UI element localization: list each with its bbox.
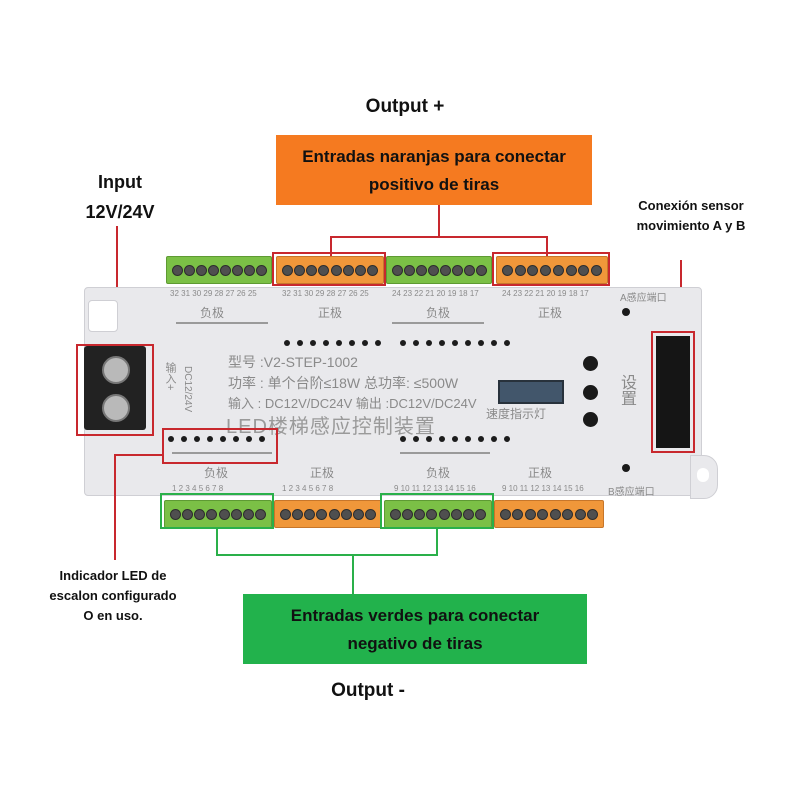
numbers-bottom-3: 9 10 11 12 13 14 15 16	[394, 484, 476, 493]
settings-label: 设置	[618, 374, 635, 406]
orange-highlight-left	[272, 252, 386, 286]
orange-connector-bar	[330, 236, 548, 238]
led-row-top-left	[284, 340, 381, 346]
terminal-bottom-orange-right	[494, 500, 604, 528]
pole-top-pos-left: 正极	[318, 306, 343, 320]
led-row-bottom-right	[400, 436, 510, 442]
orange-connector-right	[546, 236, 548, 256]
terminal-bottom-orange-left	[274, 500, 382, 528]
input-highlight	[76, 344, 154, 436]
arrow-top-left	[176, 322, 268, 324]
sensor-a-led	[622, 308, 630, 316]
arrow-bottom-right	[400, 452, 490, 454]
numbers-top-4: 24 23 22 21 20 19 18 17	[502, 289, 589, 298]
sensor-b-port-label: B感应端口	[608, 487, 655, 498]
led-connector-vertical	[114, 454, 116, 560]
green-connector-left	[216, 529, 218, 555]
green-connector-bar	[216, 554, 438, 556]
pole-top-neg-right: 负极	[426, 306, 451, 320]
led-row-bottom-left	[168, 436, 265, 442]
led-connector-horizontal	[114, 454, 162, 456]
green-callout-line2: negativo de tiras	[347, 634, 483, 653]
input-connector-line	[116, 226, 118, 346]
terminal-top-orange-right	[496, 256, 608, 284]
led-indicator-highlight	[162, 428, 278, 464]
numbers-top-3: 24 23 22 21 20 19 18 17	[392, 289, 479, 298]
device-name-text: LED楼梯感应控制装置	[226, 416, 436, 438]
arrow-bottom-left	[172, 452, 272, 454]
sensor-a-port-label: A感应端口	[620, 293, 667, 304]
model-text: 型号 :V2-STEP-1002	[228, 354, 358, 370]
pole-top-pos-right: 正极	[538, 306, 563, 320]
pole-bottom-pos-right: 正极	[528, 466, 553, 480]
sensor-port	[656, 336, 690, 448]
output-plus-label: Output +	[365, 96, 445, 117]
orange-callout-line2: positivo de tiras	[368, 175, 500, 194]
orange-callout-line1: Entradas naranjas para conectar	[302, 147, 566, 166]
orange-highlight-right	[492, 252, 610, 286]
orange-connector-left	[330, 236, 332, 256]
input-voltage-label: DC12/24V	[182, 366, 193, 413]
terminal-top-green-right	[386, 256, 492, 284]
sensor-highlight	[651, 331, 695, 453]
input-screw-top	[102, 356, 130, 384]
led-row-top-right	[400, 340, 510, 346]
terminal-bottom-green-left	[164, 500, 272, 528]
arrow-top-right	[392, 322, 484, 324]
pole-bottom-neg-left: 负极	[204, 466, 229, 480]
green-connector-right	[436, 529, 438, 555]
input-label-line1: Input	[98, 172, 142, 192]
speed-indicator-label: 速度指示灯	[486, 407, 547, 421]
green-connector-stem	[352, 554, 354, 594]
power-text: 功率 : 单个台阶≤18W 总功率: ≤500W	[228, 375, 459, 391]
numbers-top-2: 32 31 30 29 28 27 26 25	[282, 289, 369, 298]
green-highlight-right	[380, 493, 494, 529]
speed-display	[498, 380, 564, 404]
orange-callout-box: Entradas naranjas para conectar positivo…	[276, 135, 592, 205]
led-note-line2: escalon configurado	[49, 588, 177, 603]
terminal-top-green-left	[166, 256, 272, 284]
pole-bottom-neg-right: 负极	[426, 466, 451, 480]
green-callout-line1: Entradas verdes para conectar	[290, 606, 540, 625]
sensor-b-led	[622, 464, 630, 472]
led-note-line1: Indicador LED de	[59, 568, 167, 583]
green-highlight-left	[160, 493, 274, 529]
button-up[interactable]	[583, 356, 598, 371]
numbers-bottom-1: 1 2 3 4 5 6 7 8	[172, 484, 224, 493]
pole-top-neg-left: 负极	[200, 306, 225, 320]
numbers-bottom-2: 1 2 3 4 5 6 7 8	[282, 484, 334, 493]
numbers-top-1: 32 31 30 29 28 27 26 25	[170, 289, 257, 298]
button-set[interactable]	[583, 385, 598, 400]
input-screw-bottom	[102, 394, 130, 422]
input-label-line2: 12V/24V	[85, 202, 155, 222]
input-terminal-block	[84, 346, 146, 430]
green-callout-box: Entradas verdes para conectar negativo d…	[243, 594, 587, 664]
led-note-line3: O en uso.	[83, 608, 143, 623]
controller-device	[84, 287, 702, 496]
input-plus-label: 输入+	[164, 362, 176, 391]
orange-connector-stem	[438, 205, 440, 237]
io-text: 输入 : DC12V/DC24V 输出 :DC12V/DC24V	[228, 396, 477, 411]
button-down[interactable]	[583, 412, 598, 427]
sensor-label-line2: movimiento A y B	[636, 218, 746, 233]
sensor-label-line1: Conexión sensor	[638, 198, 744, 213]
pole-bottom-pos-left: 正极	[310, 466, 335, 480]
mount-ear-left	[88, 300, 118, 332]
terminal-top-orange-left	[276, 256, 384, 284]
numbers-bottom-4: 9 10 11 12 13 14 15 16	[502, 484, 584, 493]
output-minus-label: Output -	[331, 680, 405, 701]
mount-ear-hole	[697, 468, 709, 482]
